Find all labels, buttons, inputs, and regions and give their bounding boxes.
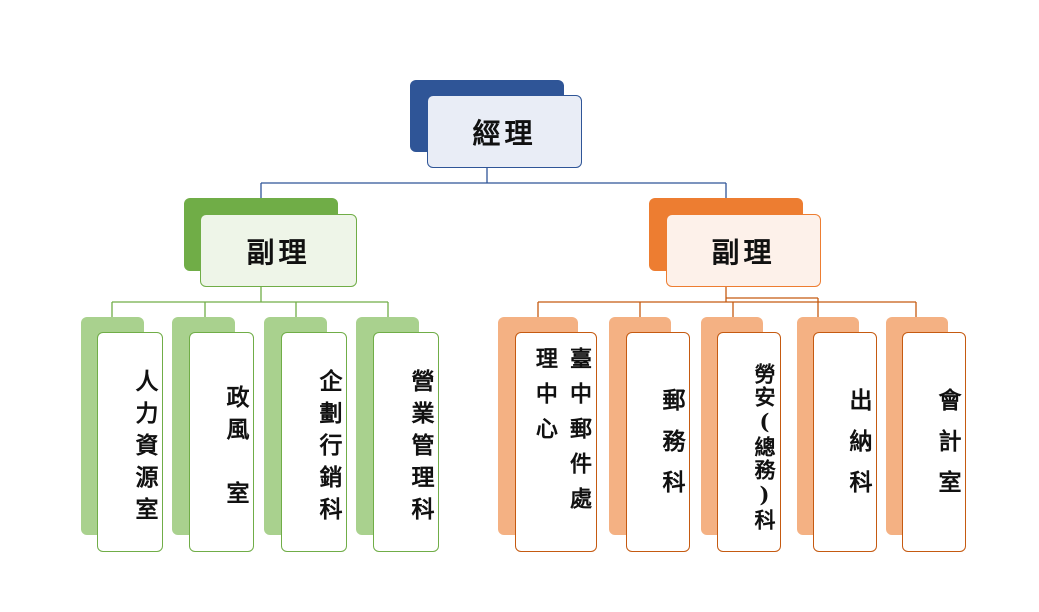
unit-label: 政風 室	[189, 332, 254, 552]
unit-label: 人力資源室	[97, 332, 163, 552]
unit-label: 臺中郵件處理中心	[515, 332, 597, 552]
connector-root-branches	[260, 166, 727, 214]
unit-label: 企劃行銷科	[281, 332, 347, 552]
branch-node-left: 副理	[184, 198, 358, 288]
unit-node-accounting-office: 會計室	[886, 317, 966, 552]
root-node-label: 經理	[427, 95, 582, 168]
branch-right-label: 副理	[666, 214, 821, 287]
unit-node-taichung-mail-center: 臺中郵件處理中心	[498, 317, 597, 552]
branch-left-label: 副理	[200, 214, 357, 287]
unit-label: 勞安(總務)科	[717, 332, 781, 552]
unit-label: 郵務科	[626, 332, 690, 552]
unit-label: 會計室	[902, 332, 966, 552]
unit-node-business-management: 營業管理科	[356, 317, 439, 552]
branch-node-right: 副理	[649, 198, 822, 288]
unit-node-planning-marketing: 企劃行銷科	[264, 317, 347, 552]
root-node-manager: 經理	[410, 80, 582, 170]
unit-node-ethics-office: 政風 室	[172, 317, 254, 552]
unit-label: 營業管理科	[373, 332, 439, 552]
unit-node-cashier: 出納科	[797, 317, 877, 552]
unit-node-postal-affairs: 郵務科	[609, 317, 690, 552]
unit-node-safety-general-affairs: 勞安(總務)科	[701, 317, 781, 552]
unit-node-human-resources: 人力資源室	[81, 317, 163, 552]
unit-label: 出納科	[813, 332, 877, 552]
